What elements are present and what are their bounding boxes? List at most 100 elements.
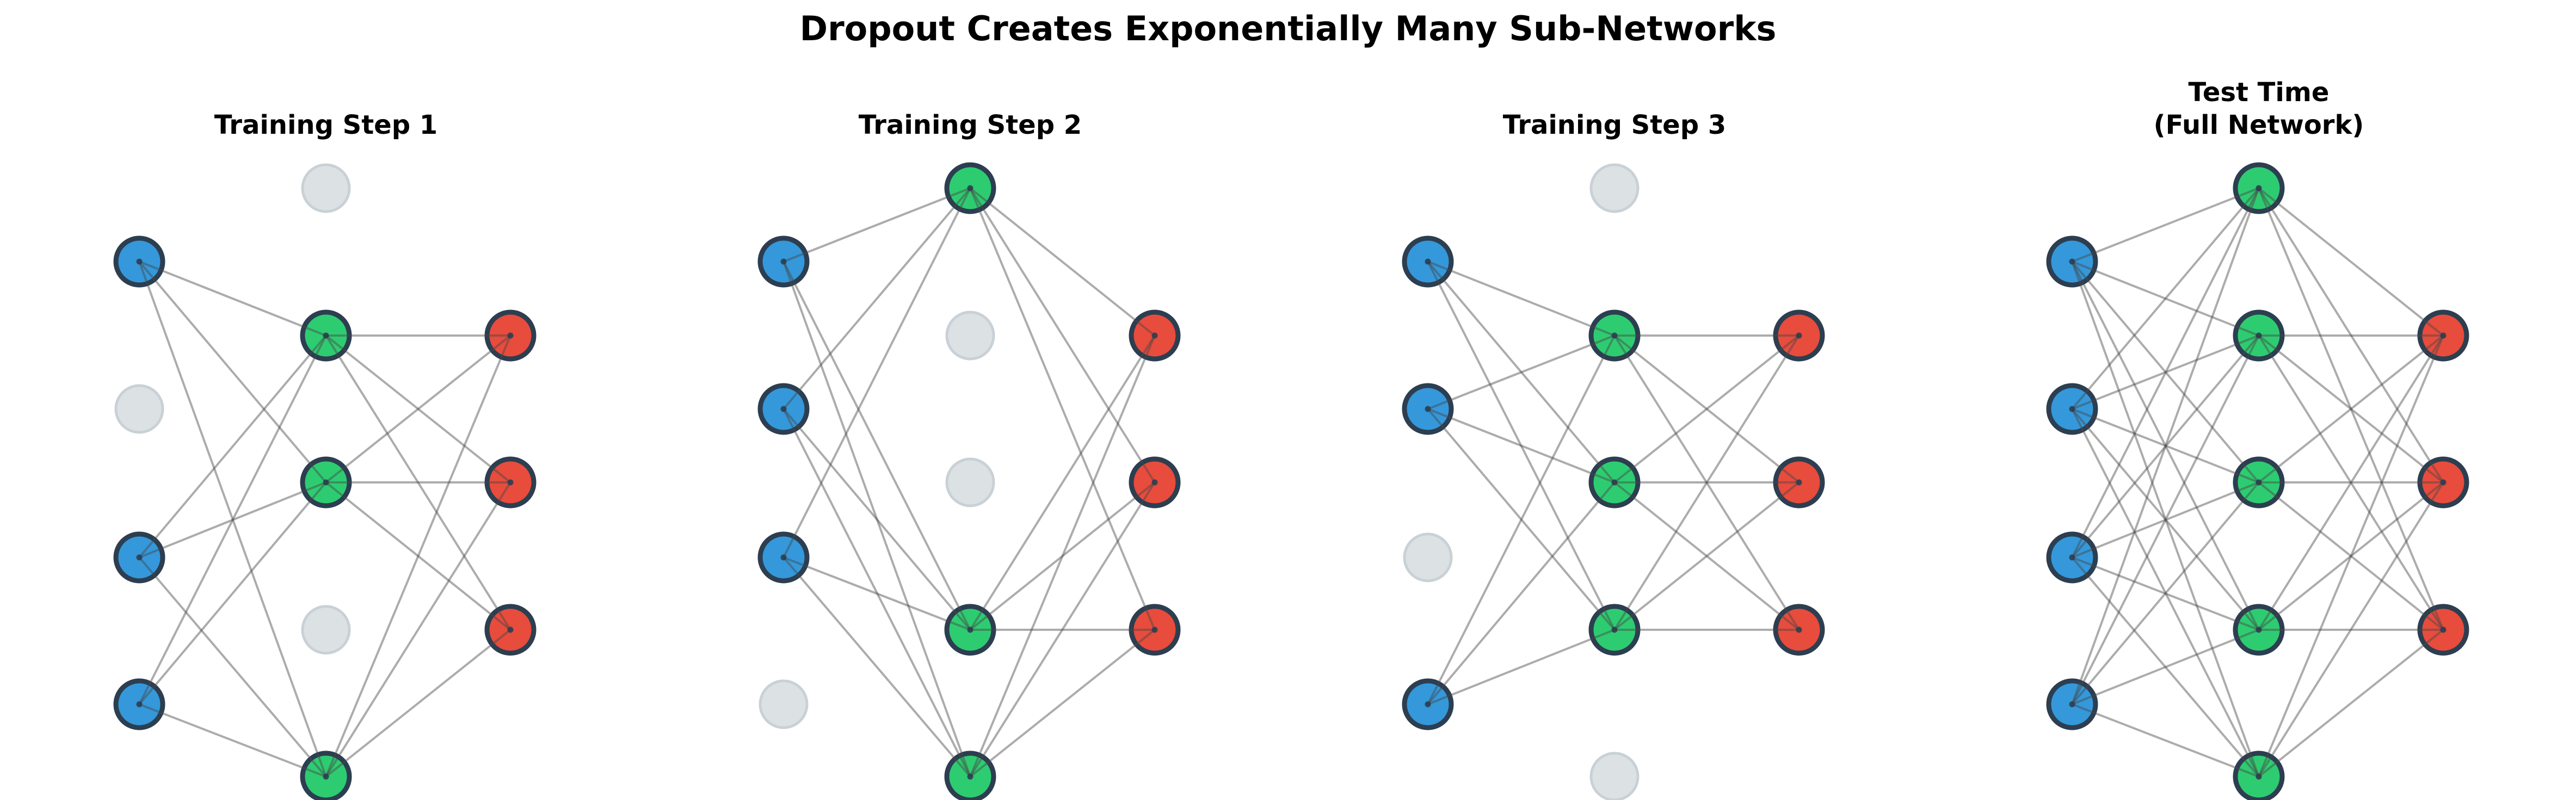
arrowhead-dot [136, 554, 143, 561]
arrowhead-dot [1425, 701, 1431, 708]
edge-hidden-output [969, 334, 1156, 631]
arrowhead-dot [136, 701, 143, 708]
arrowhead-dot [323, 332, 329, 339]
edge-input-hidden [1427, 335, 1616, 705]
edge-input-hidden [782, 188, 971, 558]
edge-input-hidden [1427, 408, 1615, 483]
hidden-node-dropped [1589, 752, 1640, 800]
arrowhead-dot [1611, 627, 1618, 633]
edge-input-hidden [138, 334, 327, 559]
edge-input-hidden [2071, 335, 2260, 705]
edge-input-hidden [782, 261, 971, 777]
edge-hidden-output [969, 187, 1156, 483]
edge-input-hidden [2071, 334, 2260, 559]
panel-title: Training Step 2 [859, 110, 1082, 140]
arrowhead-dot [780, 554, 787, 561]
edge-input-hidden [2071, 261, 2260, 777]
edge-input-hidden [2072, 334, 2259, 410]
edge-input-hidden [2071, 481, 2260, 705]
edge-input-hidden [1427, 481, 1616, 705]
edge-hidden-output [2258, 481, 2444, 778]
edge-input-hidden [2072, 481, 2259, 559]
arrowhead-dot [967, 773, 973, 780]
edge-input-hidden [1427, 408, 1616, 631]
edge-input-hidden [1427, 261, 1615, 337]
edge-hidden-output [2258, 187, 2444, 483]
edge-hidden-output [1613, 481, 1800, 631]
edge-input-hidden [138, 556, 327, 778]
arrowhead-dot [2255, 332, 2262, 339]
arrowhead-dot [1425, 258, 1431, 265]
edges-layer [1427, 261, 1800, 705]
arrowhead-dot [507, 332, 514, 339]
input-node-dropped [759, 679, 809, 729]
edge-hidden-output [2258, 335, 2444, 777]
edge-hidden-output [2258, 481, 2444, 631]
arrowhead-dot [323, 479, 329, 486]
figure-title: Dropout Creates Exponentially Many Sub-N… [799, 9, 1777, 48]
edge-input-hidden [2071, 408, 2260, 777]
arrowhead-dot [2440, 627, 2446, 633]
arrowhead-dot [2069, 258, 2075, 265]
panel-title: Test Time [2189, 77, 2330, 108]
arrowhead-dot [1151, 627, 1158, 633]
arrowhead-dot [1796, 332, 1802, 339]
edge-hidden-output [325, 629, 511, 778]
edges-layer [138, 261, 511, 778]
arrowhead-dot [507, 479, 514, 486]
edge-input-hidden [782, 261, 971, 630]
edge-hidden-output [325, 481, 511, 631]
hidden-node-dropped [301, 605, 351, 655]
edge-hidden-output [1613, 334, 1800, 631]
edge-input-hidden [2072, 556, 2259, 631]
edge-hidden-output [325, 335, 511, 777]
edge-input-hidden [782, 187, 971, 410]
arrowhead-dot [507, 627, 514, 633]
arrowhead-dot [2255, 627, 2262, 633]
edge-hidden-output [969, 187, 1156, 337]
edge-hidden-output [1613, 334, 1800, 483]
edge-hidden-output [969, 335, 1156, 777]
edge-input-hidden [782, 408, 971, 631]
edge-input-hidden [1427, 629, 1615, 705]
hidden-node-dropped [945, 311, 995, 361]
arrowhead-dot [1796, 627, 1802, 633]
arrowhead-dot [1151, 479, 1158, 486]
panel-title: Training Step 3 [1503, 110, 1726, 140]
arrowhead-dot [1611, 479, 1618, 486]
edge-input-hidden [2071, 188, 2260, 558]
edge-input-hidden [138, 261, 327, 777]
panel-training-step-3: Training Step 3 [1402, 110, 1825, 800]
arrowhead-dot [323, 773, 329, 780]
arrowhead-dot [2255, 479, 2262, 486]
arrowhead-dot [2069, 406, 2075, 412]
edge-input-hidden [2071, 261, 2260, 630]
input-node-dropped [1403, 532, 1453, 582]
edge-input-hidden [2072, 629, 2259, 705]
arrowhead-dot [136, 258, 143, 265]
edge-input-hidden [138, 481, 327, 705]
edge-input-hidden [2071, 188, 2260, 705]
edge-input-hidden [782, 408, 971, 777]
arrowhead-dot [2440, 332, 2446, 339]
edge-input-hidden [2071, 408, 2260, 631]
arrowhead-dot [2255, 185, 2262, 191]
edge-hidden-output [2258, 187, 2444, 337]
edge-hidden-output [2258, 188, 2444, 630]
panel-title: (Full Network) [2154, 110, 2364, 140]
panel-training-step-1: Training Step 1 [113, 110, 537, 800]
edge-hidden-output [969, 481, 1156, 778]
arrowhead-dot [1425, 406, 1431, 412]
edge-input-hidden [2072, 187, 2259, 263]
edge-input-hidden [783, 556, 971, 631]
edge-input-hidden [139, 703, 326, 778]
edge-hidden-output [2258, 629, 2444, 778]
edge-input-hidden [782, 556, 971, 778]
edge-hidden-output [325, 334, 511, 483]
arrowhead-dot [2440, 479, 2446, 486]
arrowhead-dot [780, 258, 787, 265]
edge-hidden-output [969, 629, 1156, 778]
arrowhead-dot [1796, 479, 1802, 486]
hidden-node-dropped [301, 163, 351, 213]
